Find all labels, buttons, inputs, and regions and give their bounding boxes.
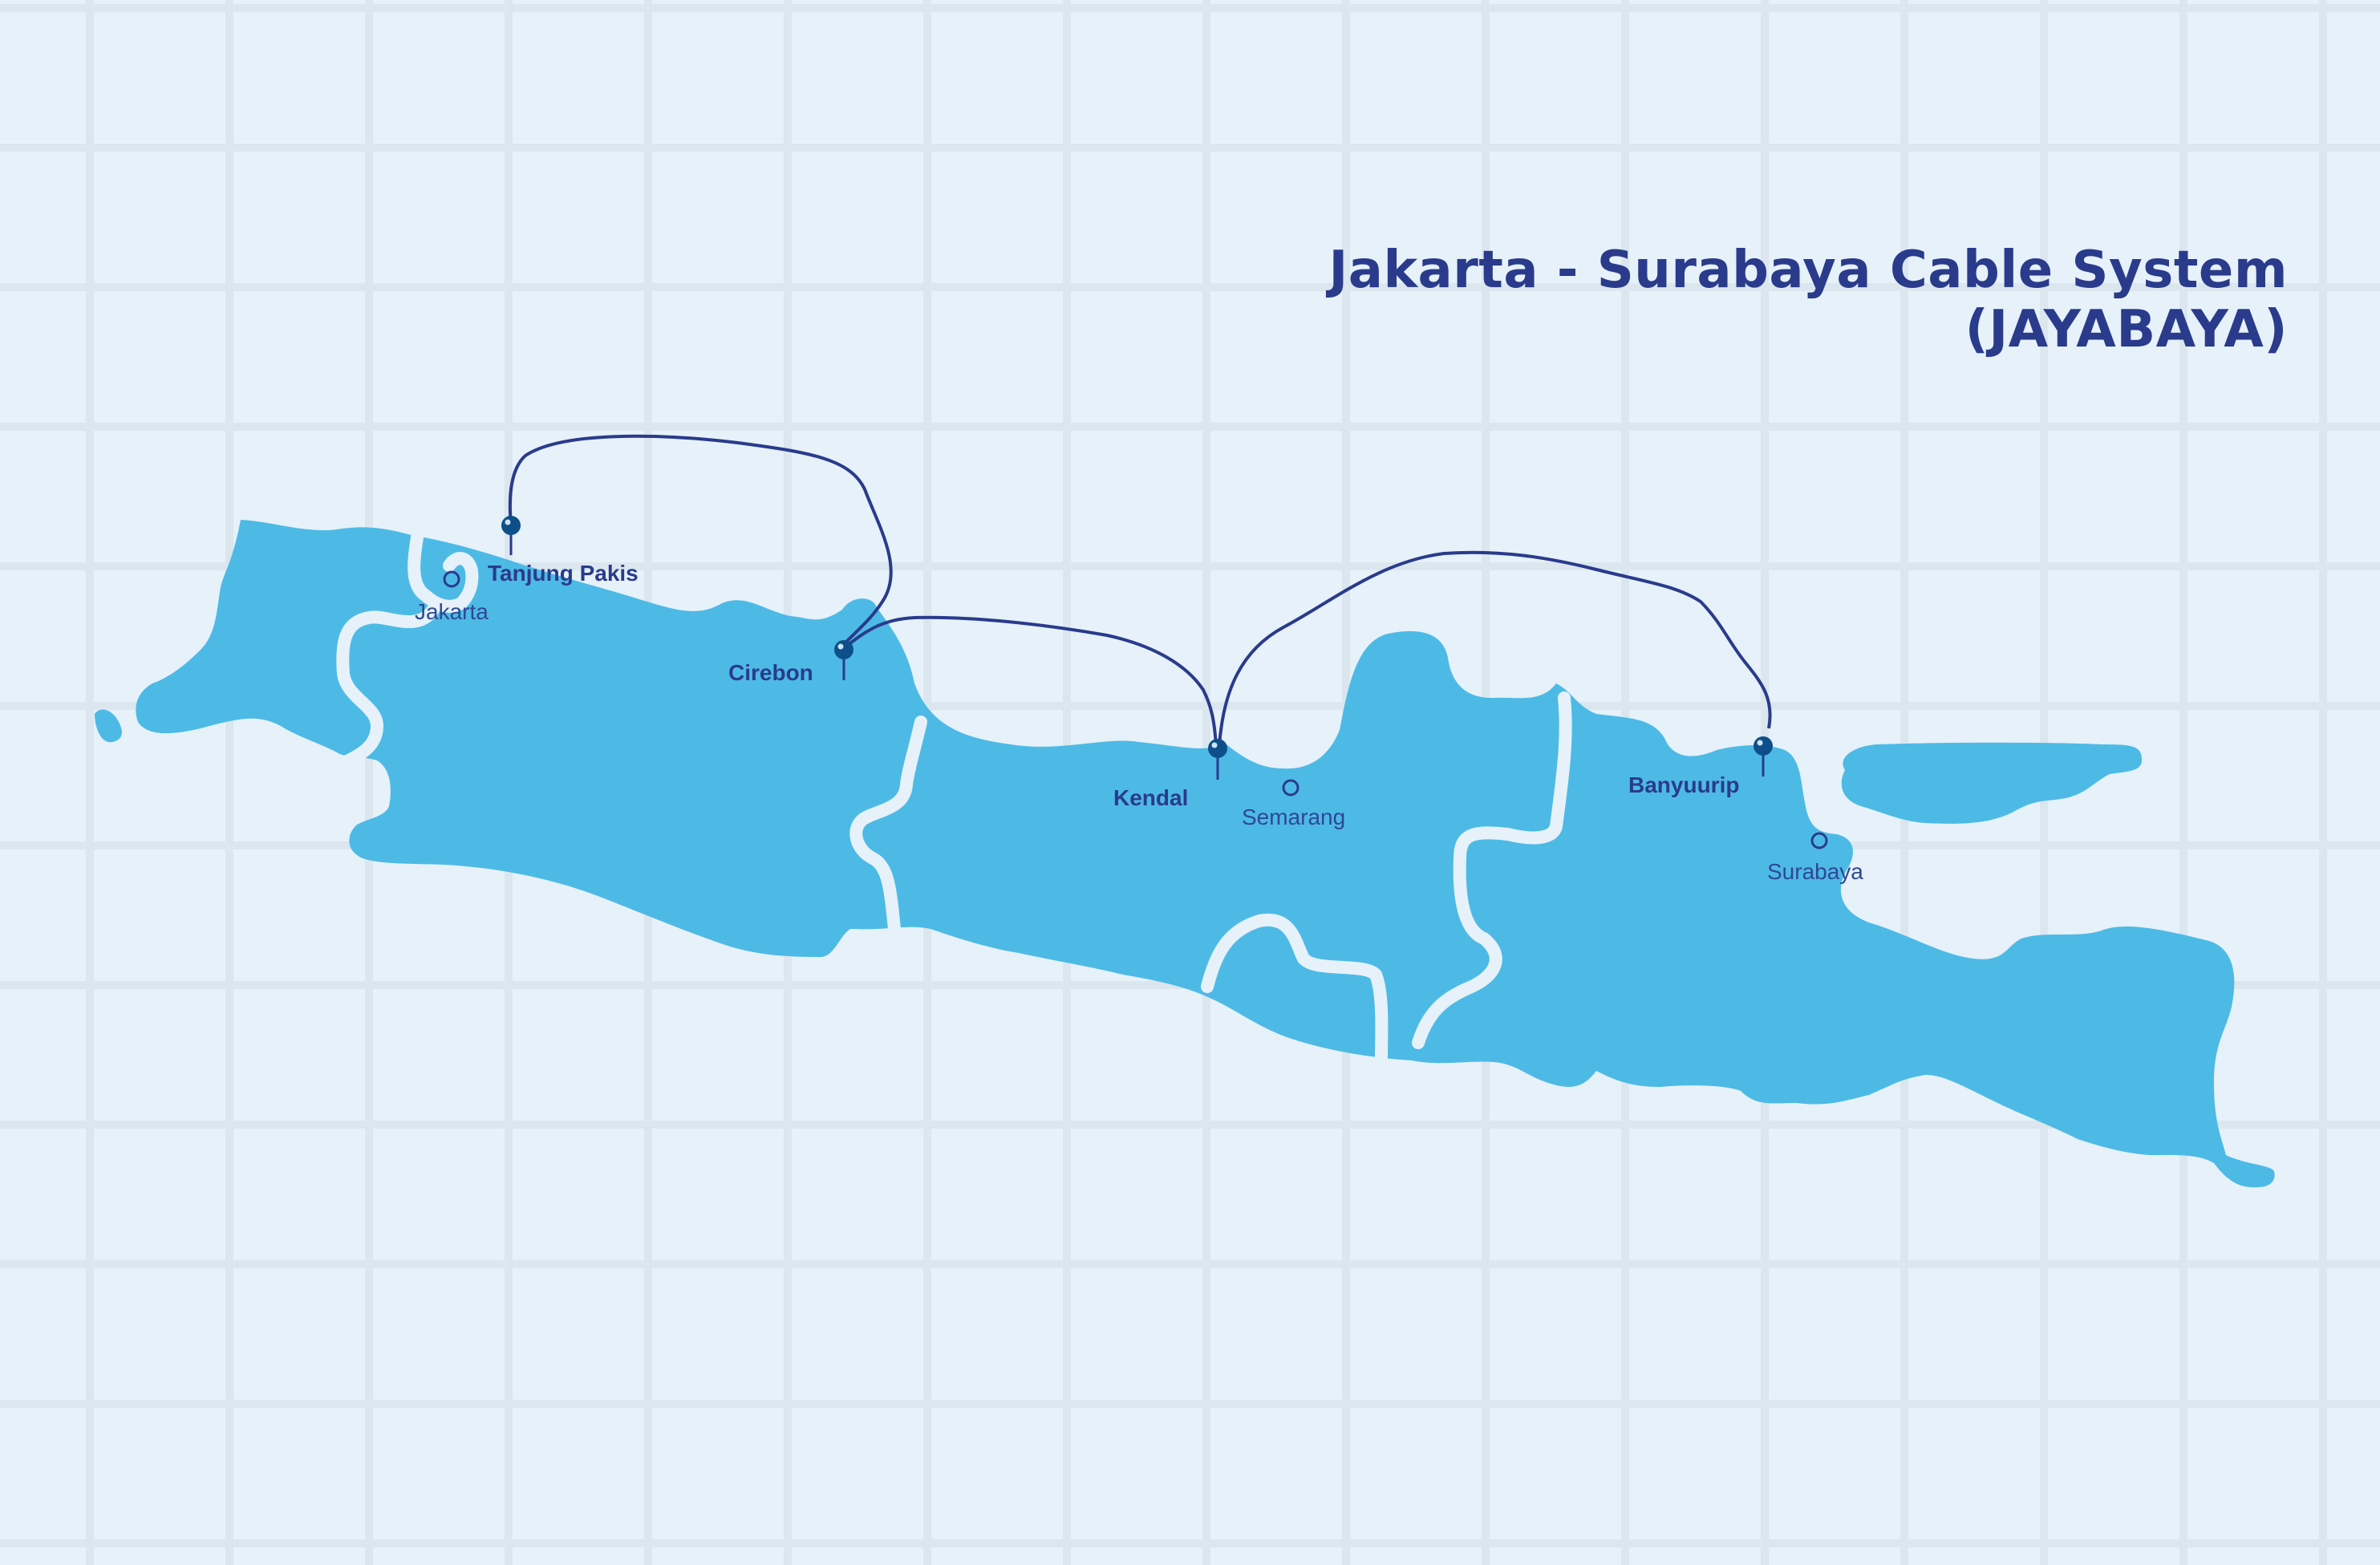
madura-island: [1841, 742, 2142, 824]
station-label: Kendal: [1113, 785, 1188, 810]
landing-station-kendal[interactable]: Kendal: [1113, 739, 1227, 810]
station-label: Tanjung Pakis: [488, 561, 639, 586]
city-surabaya[interactable]: Surabaya: [1767, 832, 1863, 884]
landing-pin-icon: [501, 516, 521, 535]
border-yogyakarta: [1201, 913, 1389, 1065]
cable-kendal-banyuurip: [1218, 550, 1772, 747]
station-label: Banyuurip: [1628, 772, 1739, 797]
landing-pin-icon: [1754, 736, 1773, 756]
border-jakarta-bay: [407, 531, 479, 613]
border-westjava-centraljava: [849, 716, 927, 935]
pin-highlight: [505, 519, 511, 525]
landing-station-tanjung-pakis[interactable]: Tanjung Pakis: [488, 516, 639, 586]
city-label: Jakarta: [415, 599, 489, 624]
landing-station-banyuurip[interactable]: Banyuurip: [1628, 736, 1773, 797]
city-jakarta[interactable]: Jakarta: [415, 570, 489, 624]
border-banten-westjava: [330, 603, 440, 772]
landing-pin-icon: [834, 640, 853, 659]
map-title: Jakarta - Surabaya Cable System (JAYABAY…: [1328, 241, 2288, 359]
landing-station-cirebon[interactable]: Cirebon: [728, 640, 853, 685]
border-centraljava-eastjava: [1412, 691, 1572, 1049]
pin-highlight: [837, 643, 844, 650]
pin-highlight: [1757, 740, 1763, 746]
cable-routes: [508, 434, 1772, 747]
java-island: [95, 520, 2275, 1188]
city-label: Surabaya: [1767, 859, 1863, 884]
city-circle-icon: [443, 570, 460, 588]
city-semarang[interactable]: Semarang: [1242, 779, 1345, 829]
java-landmass: [136, 520, 2275, 1188]
station-label: Cirebon: [728, 660, 813, 685]
city-label: Semarang: [1242, 805, 1345, 829]
province-borders: [330, 531, 1572, 1065]
cable-tanjungpakis-cirebon: [508, 434, 893, 647]
city-circle-icon: [1810, 832, 1828, 849]
cable-cirebon-kendal: [842, 615, 1218, 747]
pin-highlight: [1211, 742, 1218, 748]
small-island: [95, 709, 122, 743]
landing-pin-icon: [1208, 739, 1227, 758]
city-circle-icon: [1282, 779, 1299, 797]
